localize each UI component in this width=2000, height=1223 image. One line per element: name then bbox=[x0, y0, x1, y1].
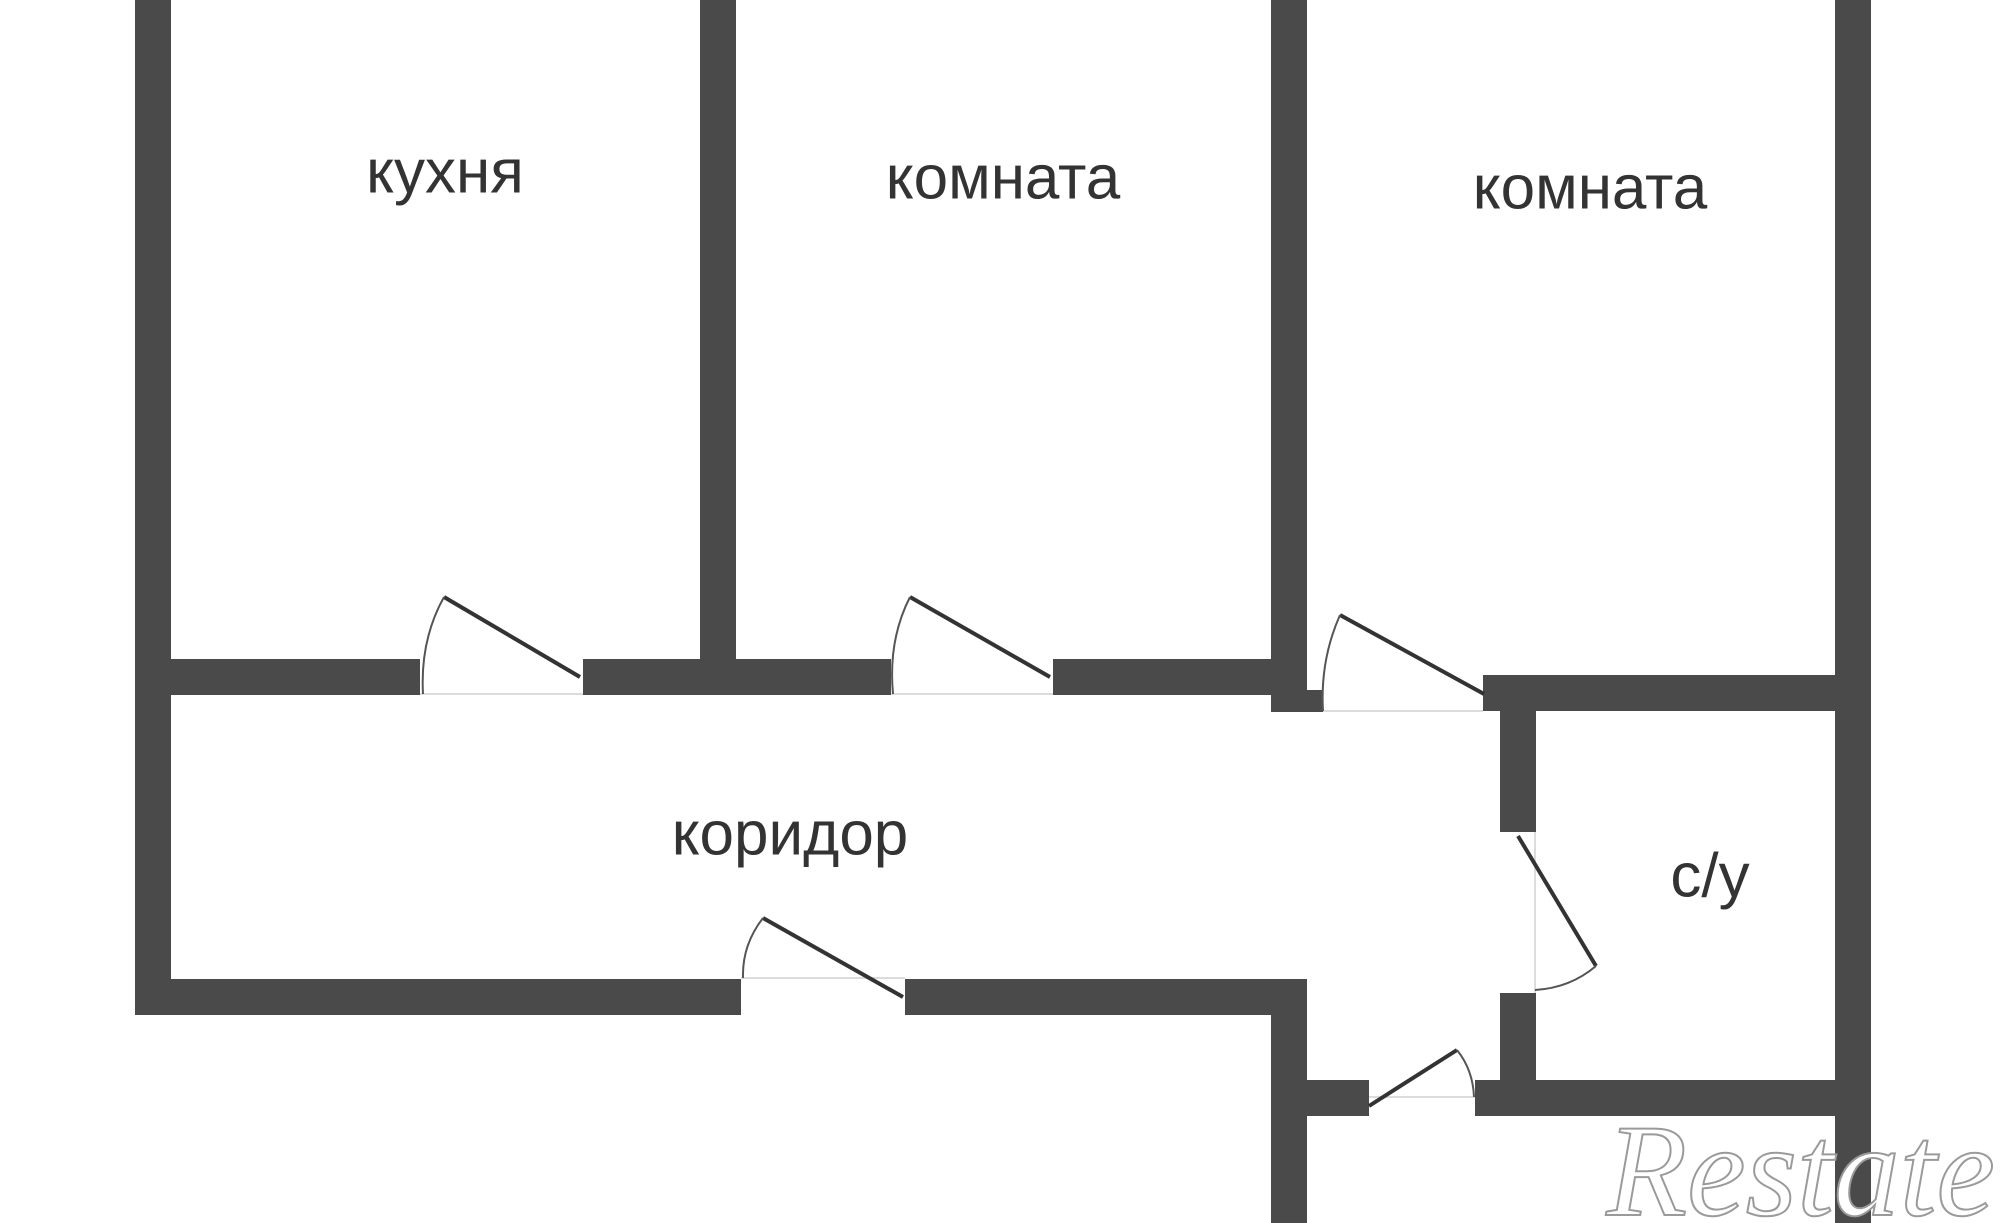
door-swing-arc bbox=[1534, 965, 1597, 991]
door-leaf bbox=[909, 595, 1051, 679]
wall-entry-stub bbox=[1271, 1080, 1369, 1116]
door-corridor-south bbox=[741, 916, 905, 999]
door-leaf bbox=[1516, 834, 1598, 968]
door-room-2 bbox=[1321, 613, 1485, 712]
wall-bath-north bbox=[1483, 675, 1871, 711]
restate-watermark-logo: Restate bbox=[1605, 1097, 1995, 1223]
door-entry bbox=[1367, 1048, 1475, 1108]
door-swing-arc bbox=[891, 596, 911, 695]
wall-room1-room2 bbox=[1271, 0, 1307, 712]
door-leaf bbox=[762, 916, 904, 999]
wall-left-outer bbox=[135, 0, 171, 1015]
wall-corridor-north-4 bbox=[1271, 690, 1323, 712]
door-swing-arc bbox=[1321, 614, 1341, 712]
door-leaf bbox=[1339, 613, 1485, 696]
wall-kitchen-room1 bbox=[700, 0, 736, 695]
door-bathroom bbox=[1516, 832, 1598, 993]
room-label-corridor: коридор bbox=[672, 799, 909, 868]
room-label-room-2: комната bbox=[1473, 153, 1708, 222]
door-swing-arc bbox=[421, 596, 445, 695]
wall-corridor-north-1 bbox=[135, 659, 420, 695]
wall-corridor-south-2 bbox=[905, 979, 1307, 1015]
room-label-bathroom: с/у bbox=[1670, 841, 1749, 910]
room-label-kitchen: кухня bbox=[366, 137, 524, 206]
doors bbox=[420, 595, 1598, 1108]
door-kitchen bbox=[420, 595, 583, 695]
wall-right-outer bbox=[1835, 0, 1871, 1223]
door-swing-arc bbox=[1456, 1049, 1475, 1098]
door-leaf bbox=[1367, 1048, 1459, 1108]
wall-corridor-south-1 bbox=[135, 979, 741, 1015]
room-label-room-1: комната bbox=[886, 143, 1121, 212]
wall-bath-west-top bbox=[1500, 690, 1536, 832]
wall-corridor-north-3 bbox=[1053, 659, 1307, 695]
door-swing-arc bbox=[741, 917, 764, 979]
walls bbox=[135, 0, 1871, 1223]
door-room-1 bbox=[891, 595, 1053, 695]
wall-bath-south bbox=[1475, 1080, 1871, 1116]
door-leaf bbox=[442, 595, 582, 679]
wall-corridor-north-2 bbox=[583, 659, 891, 695]
